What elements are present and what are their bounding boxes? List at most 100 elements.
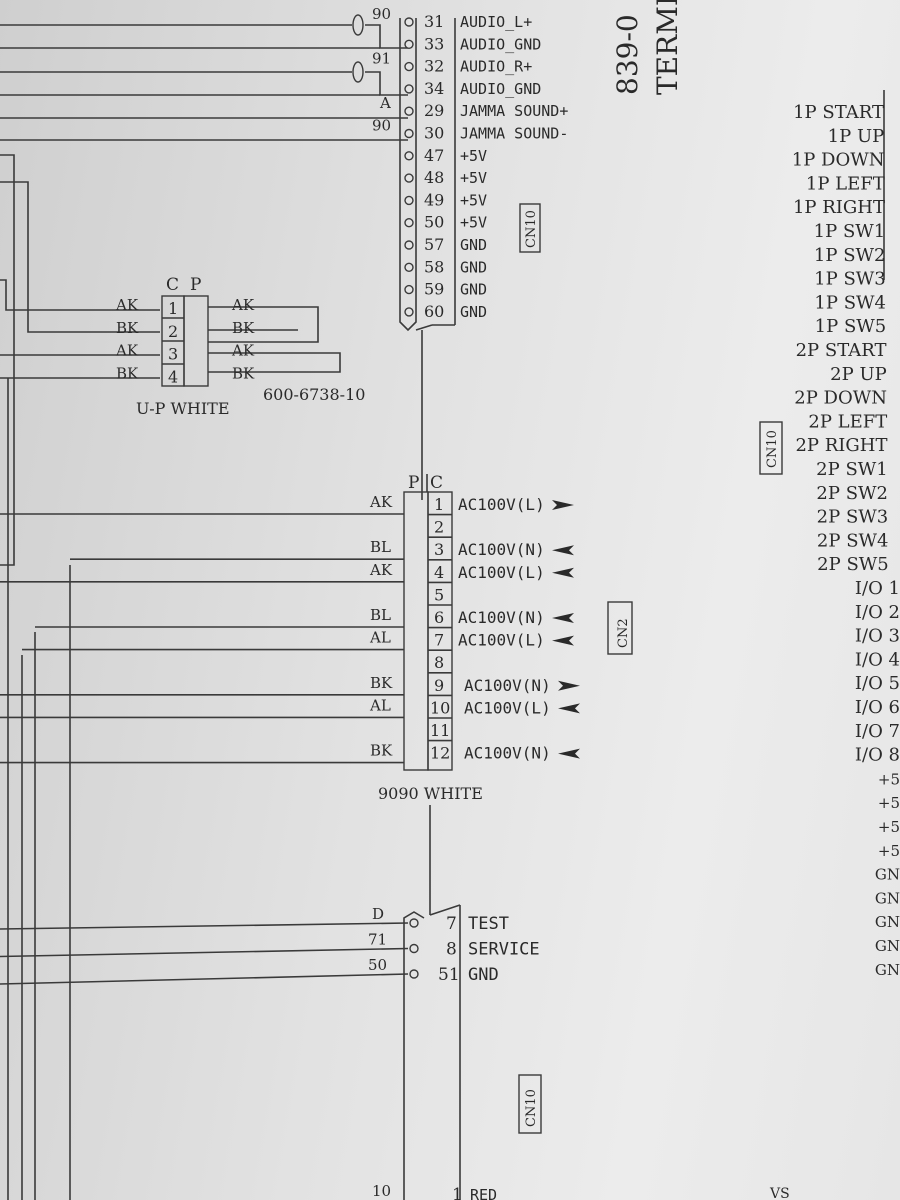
cn2-wire-label: AL bbox=[369, 696, 391, 714]
up-right-wire-label: AK bbox=[231, 296, 255, 314]
right-panel-signal: GN bbox=[875, 913, 900, 931]
cn10-top-pin-31-socket bbox=[404, 17, 414, 27]
right-panel-signal: 2P START bbox=[796, 340, 887, 361]
cn10-top-signal: GND bbox=[460, 258, 487, 276]
cn10-top-pin-number: 47 bbox=[424, 146, 444, 165]
cn10-top-pin-34-socket bbox=[404, 84, 414, 94]
right-panel-signal: 2P UP bbox=[830, 364, 887, 385]
cn10-top-pin-33-socket bbox=[404, 39, 414, 49]
cn10-top-wire-label: 90 bbox=[372, 5, 391, 23]
right-panel-signal: I/O 1 bbox=[855, 578, 900, 599]
cn2-signal: AC100V(L) bbox=[464, 698, 551, 717]
right-panel-signal: I/O 2 bbox=[855, 602, 900, 623]
incoming-arrow-icon bbox=[558, 748, 580, 759]
right-panel-signal: 2P RIGHT bbox=[795, 435, 887, 456]
cn2-connector: P C CN2 9090 WHITE bbox=[21, 473, 633, 1200]
cn2-pin-number: 9 bbox=[434, 676, 444, 695]
cn10-top-signal: AUDIO_GND bbox=[460, 80, 541, 98]
right-panel-signal: I/O 4 bbox=[855, 649, 900, 670]
cn10-top-pin-number: 33 bbox=[424, 34, 444, 53]
cn10-bottom-pin-number: 7 bbox=[446, 914, 457, 934]
cn2-pin-number: 1 bbox=[434, 495, 444, 514]
cn2-wire-label: BK bbox=[370, 742, 393, 760]
cn10-bottom-pin-socket bbox=[409, 969, 419, 979]
right-panel-signal: 1P DOWN bbox=[792, 150, 885, 171]
cn10-top-signal: +5V bbox=[460, 191, 487, 209]
right-panel-signal: 2P DOWN bbox=[794, 388, 887, 409]
cn2-wire-label: AK bbox=[369, 561, 393, 579]
cn2-pin-number: 7 bbox=[434, 631, 444, 650]
cn2-signal: AC100V(L) bbox=[458, 495, 545, 514]
cn2-pin-number: 3 bbox=[434, 540, 444, 559]
cn10-top-signal: JAMMA SOUND+ bbox=[460, 102, 568, 120]
up-white-connector: C P U-P WHITE 600-6738-10 bbox=[136, 275, 365, 418]
right-panel-signal: 2P SW2 bbox=[816, 483, 888, 504]
up-right-wire-label: AK bbox=[231, 342, 255, 360]
right-panel-signal: 1P SW5 bbox=[815, 316, 887, 337]
right-panel-signal: 1P START bbox=[793, 102, 884, 123]
up-pin-number: 4 bbox=[168, 367, 178, 386]
cn10-top-pin-60-socket bbox=[404, 307, 414, 317]
right-panel-cn10-label: CN10 bbox=[765, 430, 780, 468]
incoming-arrow-icon bbox=[552, 635, 574, 646]
cn10-bottom-wire-label: D bbox=[372, 905, 384, 923]
cn10-top-signal: GND bbox=[460, 236, 487, 254]
cn2-pin-number: 6 bbox=[434, 608, 444, 627]
cn10-top-connector: CN10 bbox=[399, 18, 541, 500]
cn2-signal: AC100V(L) bbox=[458, 563, 545, 582]
incoming-arrow-icon bbox=[552, 545, 574, 556]
right-panel-signal: GN bbox=[875, 889, 900, 907]
cn10-top-pin-number: 49 bbox=[424, 190, 444, 209]
right-panel-signal: 1P UP bbox=[828, 126, 885, 147]
left-wiring-top bbox=[0, 14, 408, 1200]
cn10-top-pin-32-socket bbox=[404, 61, 414, 72]
cn10-top-signal: +5V bbox=[460, 147, 487, 165]
incoming-arrow-icon bbox=[558, 703, 580, 714]
right-panel-signal: 2P SW4 bbox=[817, 530, 889, 551]
right-panel-signal: +5 bbox=[878, 842, 900, 860]
cn10-top-pin-58-socket bbox=[404, 262, 414, 272]
up-header-c: C bbox=[166, 275, 179, 295]
cn10-bottom-cut-wire-label: 10 bbox=[372, 1182, 391, 1200]
up-left-wire-label: BK bbox=[116, 364, 139, 382]
cn2-wire-label: BL bbox=[370, 606, 391, 624]
cn10-top-pin-number: 30 bbox=[424, 124, 444, 143]
up-pin-number: 1 bbox=[168, 299, 178, 318]
cn10-top-signal: +5V bbox=[460, 169, 487, 187]
cn10-bottom-pin-socket bbox=[409, 943, 419, 954]
outgoing-arrow-icon bbox=[558, 680, 580, 691]
up-connector-name: U-P WHITE bbox=[136, 399, 230, 418]
right-panel-signal: I/O 7 bbox=[855, 721, 900, 742]
right-panel-signal: 2P SW5 bbox=[817, 554, 889, 575]
cn10-bottom-pin-number: 8 bbox=[446, 940, 457, 960]
cn2-wire-label: BL bbox=[370, 538, 391, 556]
cn10-bottom-pin-number: 51 bbox=[438, 965, 460, 985]
right-panel-signal: GN bbox=[875, 866, 900, 884]
cn2-wire-label: AL bbox=[369, 629, 391, 647]
cn2-pin-number: 11 bbox=[430, 721, 450, 740]
cn10-top-pin-47-socket bbox=[404, 151, 414, 161]
right-panel-signal: 2P SW3 bbox=[817, 507, 889, 528]
right-panel-signal: +5 bbox=[878, 818, 900, 836]
cn10-bottom-wire bbox=[0, 922, 409, 930]
cn10-top-signal: AUDIO_L+ bbox=[460, 13, 532, 31]
terminal-title: TERMI bbox=[651, 0, 684, 95]
cn2-signal: AC100V(N) bbox=[464, 744, 551, 763]
up-pin-number: 2 bbox=[168, 322, 178, 341]
cn10-top-wire-label: 90 bbox=[372, 117, 391, 135]
right-panel-signal: I/O 3 bbox=[855, 626, 900, 647]
cn10-bottom-signal: TEST bbox=[468, 914, 509, 934]
cn10-top-pin-number: 34 bbox=[424, 79, 444, 98]
cn2-label: CN2 bbox=[616, 618, 631, 648]
cn10-top-pin-number: 59 bbox=[424, 280, 444, 299]
cn2-wire-label: AK bbox=[369, 493, 393, 511]
up-header-p: P bbox=[190, 275, 201, 295]
cn2-signal: AC100V(N) bbox=[464, 676, 551, 695]
right-panel-signal: I/O 8 bbox=[855, 745, 900, 766]
cn2-wire-label: BK bbox=[370, 674, 393, 692]
right-panel-signal: 1P SW2 bbox=[814, 245, 886, 266]
cn10-bottom-wire bbox=[0, 947, 409, 958]
cn2-connector-name: 9090 WHITE bbox=[378, 784, 483, 803]
